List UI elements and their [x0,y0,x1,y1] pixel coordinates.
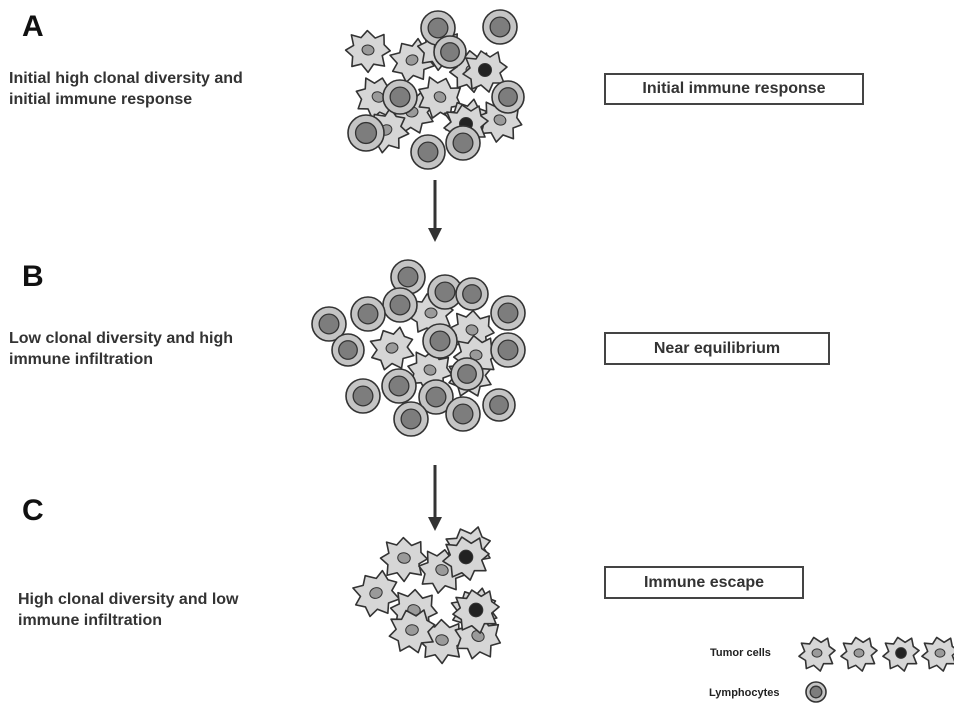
tumor-cell [411,542,472,601]
panel-c-description-line1: High clonal diversity and low [18,591,239,608]
lymphocyte [445,125,481,161]
panel-b-description-line1: Low clonal diversity and high [9,330,234,347]
legend-tumor-icon [921,636,954,672]
panel-letter-b: B [22,260,44,293]
legend-lymphocyte-label: Lymphocytes [709,687,780,699]
panel-c-description-line2: immune infiltration [18,612,162,629]
arrow-b-to-c [428,465,442,531]
lymphocyte [418,379,454,415]
panel-a-box-label: Initial immune response [642,80,826,97]
tumor-cell [401,343,458,399]
tumor-cell [444,305,499,358]
tumor-cell [442,536,490,581]
legend-tumor-icon [798,636,836,672]
panel-c-description: High clonal diversity and low immune inf… [18,589,238,631]
panel-a-box: Initial immune response [604,73,864,105]
lymphocyte [427,274,463,310]
tumor-cell [414,615,470,668]
lymphocyte [433,35,467,69]
tumor-cell [386,607,438,656]
lymphocyte [450,357,484,391]
legend-lymphocyte-icon [805,681,827,703]
lymphocyte [482,388,516,422]
panel-b-box-label: Near equilibrium [653,339,781,357]
tumor-cell [384,33,441,89]
panel-b-box: Near equilibrium [604,332,830,365]
lymphocyte [311,306,347,342]
lymphocyte [390,259,426,295]
panel-b-description-line2: immune infiltration [9,351,153,368]
lymphocyte [393,401,429,437]
panel-c-box-label: Immune escape [643,573,765,591]
tumor-cell [471,93,528,149]
lymphocyte [382,79,418,115]
panel-a-description-line2: initial immune response [9,91,193,108]
panel-a-description-line1: Initial high clonal diversity and [9,70,243,87]
lymphocyte [490,295,526,331]
tumor-cell [462,50,508,93]
panel-letter-c: C [22,494,44,527]
lymphocyte [455,277,489,311]
tumor-cell [376,533,432,586]
tumor-cell [346,565,407,624]
lymphocyte [410,134,446,170]
tumor-cell [365,323,420,376]
lymphocyte [382,287,418,323]
lymphocyte [381,368,417,404]
legend-tumor-icon [882,636,920,672]
panel-b-description: Low clonal diversity and high immune inf… [9,328,233,370]
lymphocyte [347,114,385,152]
panel-c-box: Immune escape [604,566,804,599]
tumor-cell [409,68,470,128]
lymphocyte [490,332,526,368]
panel-a-description: Initial high clonal diversity and initia… [9,68,243,110]
legend-tumor-icon [840,636,878,672]
lymphocyte [482,9,518,45]
tumor-cell [408,293,454,336]
tumor-cell [452,589,500,634]
lymphocyte [445,396,481,432]
lymphocyte [491,80,525,114]
panel-letter-a: A [22,10,44,43]
lymphocyte [422,323,458,359]
arrow-a-to-b [428,180,442,242]
legend-tumor-label: Tumor cells [710,647,771,659]
tumor-cell [341,26,394,77]
lymphocyte [350,296,386,332]
lymphocyte [331,333,365,367]
lymphocyte [345,378,381,414]
